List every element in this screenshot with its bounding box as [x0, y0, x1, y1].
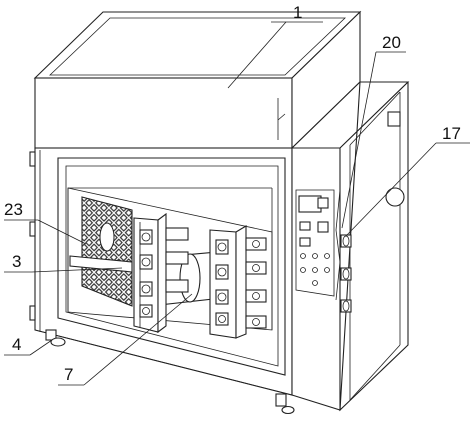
callout-20: 20 [382, 33, 401, 52]
leader-lines [4, 21, 470, 386]
top-box [33, 10, 362, 150]
callout-4: 4 [12, 335, 21, 354]
feet-and-hinges [29, 151, 295, 415]
control-box [290, 81, 410, 411]
mesh-panel [81, 196, 133, 307]
callout-1: 1 [293, 3, 302, 22]
left-clamp-frame [133, 212, 189, 334]
callout-17: 17 [442, 124, 461, 143]
right-clamp-frame [209, 225, 267, 339]
callouts: 1 20 17 23 3 4 7 [4, 3, 461, 384]
callout-3: 3 [12, 252, 21, 271]
callout-7: 7 [64, 365, 73, 384]
callout-23: 23 [4, 200, 23, 219]
